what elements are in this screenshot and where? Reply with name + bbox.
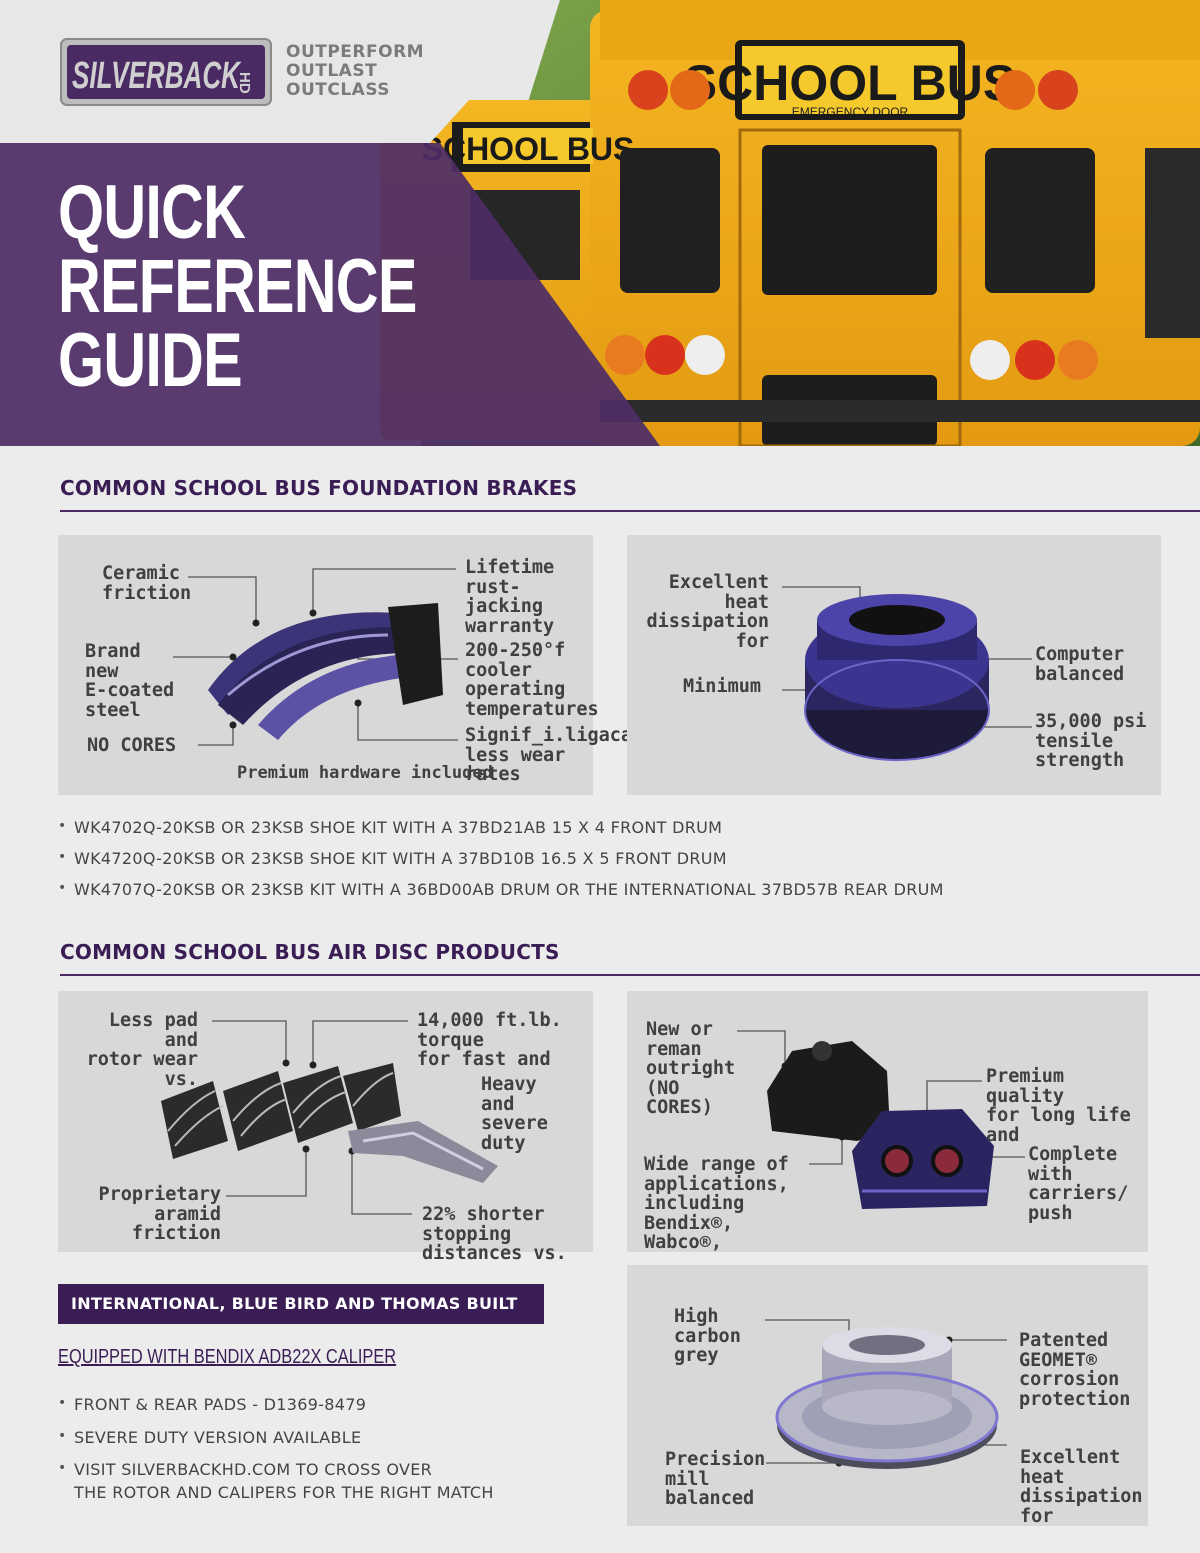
slogan: OUTPERFORM OUTLAST OUTCLASS [286,43,424,100]
kit-bullet: WK4720Q-20KSB OR 23KSB SHOE KIT WITH A 3… [58,849,727,868]
callout-precision: Precision mill balanced [665,1449,766,1509]
pad-bullet: FRONT & REAR PADS - D1369-8479 [58,1395,366,1414]
brake-pads-image [161,1063,498,1183]
pad-bullet-continued: THE ROTOR AND CALIPERS FOR THE RIGHT MAT… [74,1483,494,1502]
callout-shorter-stopping: 22% shorter stopping distances vs. [422,1204,567,1264]
kit-bullet: WK4707Q-20KSB OR 23KSB KIT WITH A 36BD00… [58,880,944,899]
brake-shoe-image [208,603,443,740]
rotor-image [775,1327,999,1469]
slogan-line: OUTCLASS [286,80,391,100]
callout-minimum: Minimum [683,676,761,697]
callout-computer-balanced: Computer balanced [1035,644,1125,685]
callout-aramid: Proprietary aramid friction [98,1184,221,1244]
section-divider [60,974,1200,976]
caliper-panel: New or reman outright (NO CORES) Wide ra… [627,991,1148,1252]
callout-patented: Patented GEOMET® corrosion protection [1019,1330,1131,1410]
callout-torque: 14,000 ft.lb. torque for fast and [417,1010,562,1070]
pad-bullet: SEVERE DUTY VERSION AVAILABLE [58,1428,361,1447]
brake-pads-panel: Less pad and rotor wear vs. 14,000 ft.lb… [58,991,593,1263]
bus-sign-text: SCHOOL BUS [684,55,1016,111]
callout-lifetime: Lifetime rust-jacking warranty [465,557,555,637]
page-title: QUICK REFERENCE GUIDE [58,170,417,403]
callout-new-reman: New or reman outright (NO CORES) [646,1019,736,1118]
equipped-link[interactable]: EQUIPPED WITH BENDIX ADB22X CALIPER [58,1346,397,1368]
slogan-line: OUTPERFORM [286,42,425,62]
caliper-image [767,1041,994,1209]
brake-shoe-panel: Ceramic friction Brand new E-coated stee… [58,535,677,795]
brake-drum-panel: Excellent heat dissipation for Minimum C… [627,535,1161,795]
logo-suffix: HD [236,72,253,94]
callout-premium-quality: Premium quality for long life and [986,1066,1131,1146]
school-bus-photo: SCHOOL BUS EMERGENCY DOOR SCHOOL BUS [0,0,1200,446]
title-line: REFERENCE [58,244,417,329]
section-divider [60,510,1200,512]
callout-excellent-heat: Excellent heat dissipation for [1020,1447,1143,1527]
callout-ceramic: Ceramic friction [102,563,192,604]
hero-banner: SCHOOL BUS EMERGENCY DOOR SCHOOL BUS SIL… [0,0,1200,446]
title-line: GUIDE [58,318,243,403]
bus-sign-subtext: EMERGENCY DOOR [792,105,909,119]
kit-bullet: WK4702Q-20KSB OR 23KSB SHOE KIT WITH A 3… [58,818,722,837]
silverback-logo[interactable]: SILVERBACK HD [60,38,272,106]
callout-significantly: Signif_i.ligacantly less wear rates [465,725,677,785]
callout-wide-range: Wide range of applications, including Be… [644,1154,789,1253]
brake-drum-image [804,594,990,761]
callout-less-pad: Less pad and rotor wear vs. [86,1010,198,1090]
callout-no-cores: NO CORES [87,735,177,756]
foundation-heading: COMMON SCHOOL BUS FOUNDATION BRAKES [60,476,578,500]
callout-high-carbon: High carbon grey [674,1306,741,1366]
callout-brand-new: Brand new E-coated steel [85,641,175,721]
logo-wordmark: SILVERBACK [72,55,242,97]
callout-premium-hardware: Premium hardware included [237,763,493,783]
callout-tensile: 35,000 psi tensile strength [1035,711,1147,771]
callout-cooler: 200-250°f cooler operating temperatures [465,640,599,720]
callout-complete: Complete with carriers/ push [1028,1144,1129,1224]
oem-badge: INTERNATIONAL, BLUE BIRD AND THOMAS BUIL… [58,1284,544,1324]
callout-excellent-heat: Excellent heat dissipation for [646,572,769,652]
rotor-panel: High carbon grey Precision mill balanced… [627,1265,1148,1526]
title-line: QUICK [58,170,246,255]
air-disc-heading: COMMON SCHOOL BUS AIR DISC PRODUCTS [60,940,560,964]
slogan-line: OUTLAST [286,61,378,81]
back-bus-sign-text: SCHOOL BUS [422,131,635,167]
callout-heavy-duty: Heavy and severe duty [481,1074,548,1154]
pad-bullet: VISIT SILVERBACKHD.COM TO CROSS OVER [58,1460,432,1479]
